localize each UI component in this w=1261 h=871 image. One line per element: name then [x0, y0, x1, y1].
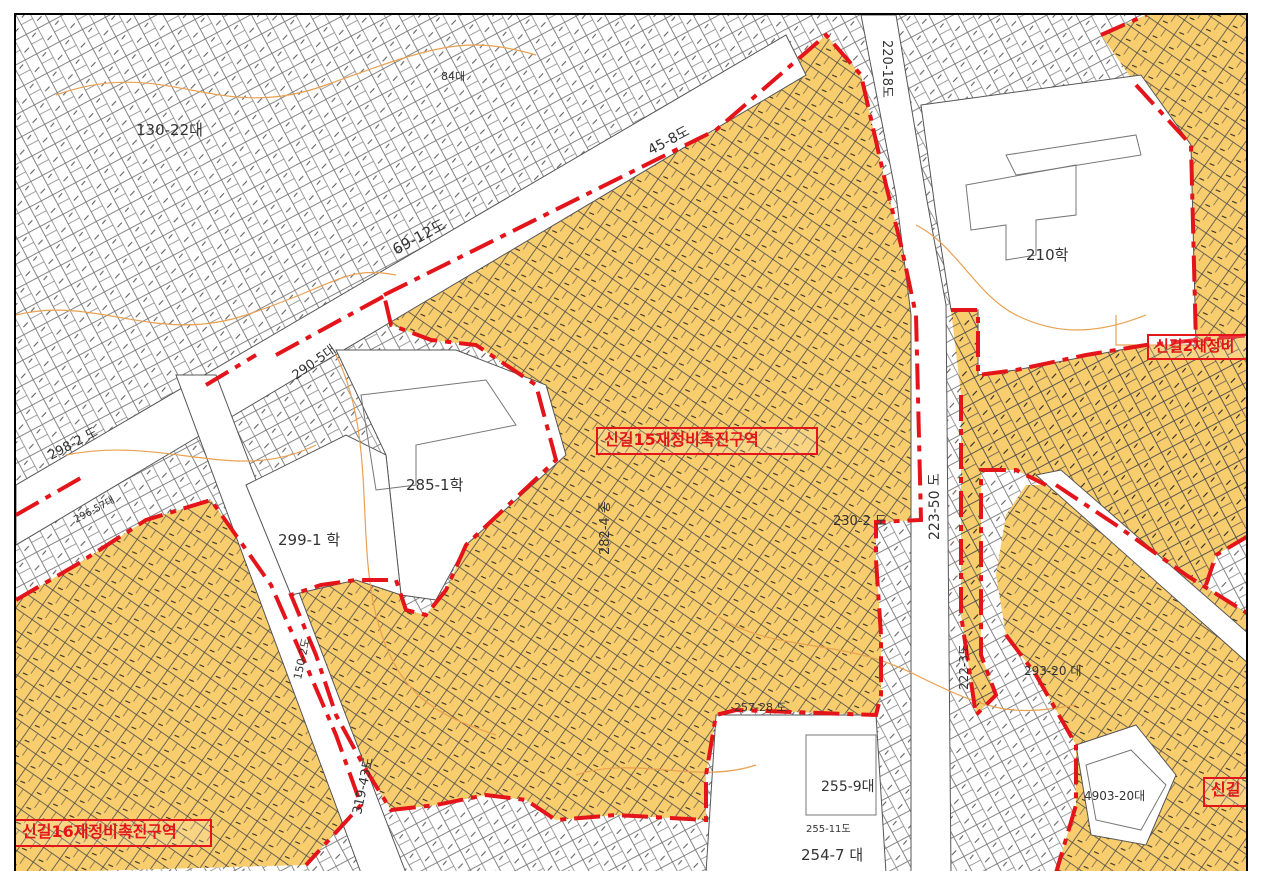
lot-label-222: 222-3도: [957, 644, 971, 690]
zone-label-2[interactable]: 신길2재정비: [1147, 334, 1246, 360]
map-frame: 130-22대 45-8도 220-18도 69-12도 210학 290-5대…: [14, 13, 1248, 871]
zone-label-partial-text: 신길: [1211, 780, 1241, 799]
lot-label-220: 220-18도: [879, 40, 894, 98]
lot-4903: [1075, 724, 1177, 846]
lot-label-4903: 4903-20대: [1084, 789, 1145, 803]
lot-label-257: 257-28 도: [734, 701, 787, 714]
zone-label-16-text: 신길16재정비촉진구역: [22, 822, 177, 841]
zone-label-15[interactable]: 신길15재정비촉진구역: [596, 427, 818, 455]
lot-label-282: 282-4 종: [598, 501, 613, 555]
zone-label-2-text: 신길2재정비: [1155, 337, 1235, 355]
southeast-road: [1034, 469, 1246, 663]
building-outlines: [360, 134, 1167, 831]
lot-label-130: 130-22대: [136, 121, 203, 139]
zone-label-16[interactable]: 신길16재정비촉진구역: [16, 819, 212, 847]
zone-label-partial[interactable]: 신길: [1203, 777, 1246, 807]
lot-label-299: 299-1 학: [278, 531, 340, 549]
zone-label-15-text: 신길15재정비촉진구역: [604, 430, 759, 449]
lot-label-230: 230-2 도: [833, 514, 887, 529]
contour-lines: [16, 44, 1186, 776]
southwest-road: [175, 374, 406, 871]
zone-boundaries: [16, 15, 1246, 871]
lot-label-255-11: 255-11도: [806, 824, 851, 835]
roads: [16, 15, 1246, 871]
north-south-road: [860, 15, 952, 871]
lot-label-254: 254-7 대: [801, 846, 863, 864]
lot-label-285: 285-1학: [406, 476, 464, 494]
lot-label-293: 293-20 대: [1024, 664, 1081, 678]
facility-lots: [245, 74, 1197, 871]
lot-label-210: 210학: [1026, 246, 1069, 264]
lot-label-223: 223-50 도: [927, 473, 943, 540]
lot-label-255: 255-9대: [821, 779, 875, 795]
cadastral-map[interactable]: 130-22대 45-8도 220-18도 69-12도 210학 290-5대…: [16, 15, 1248, 871]
lot-label-84: 84대: [441, 70, 465, 83]
